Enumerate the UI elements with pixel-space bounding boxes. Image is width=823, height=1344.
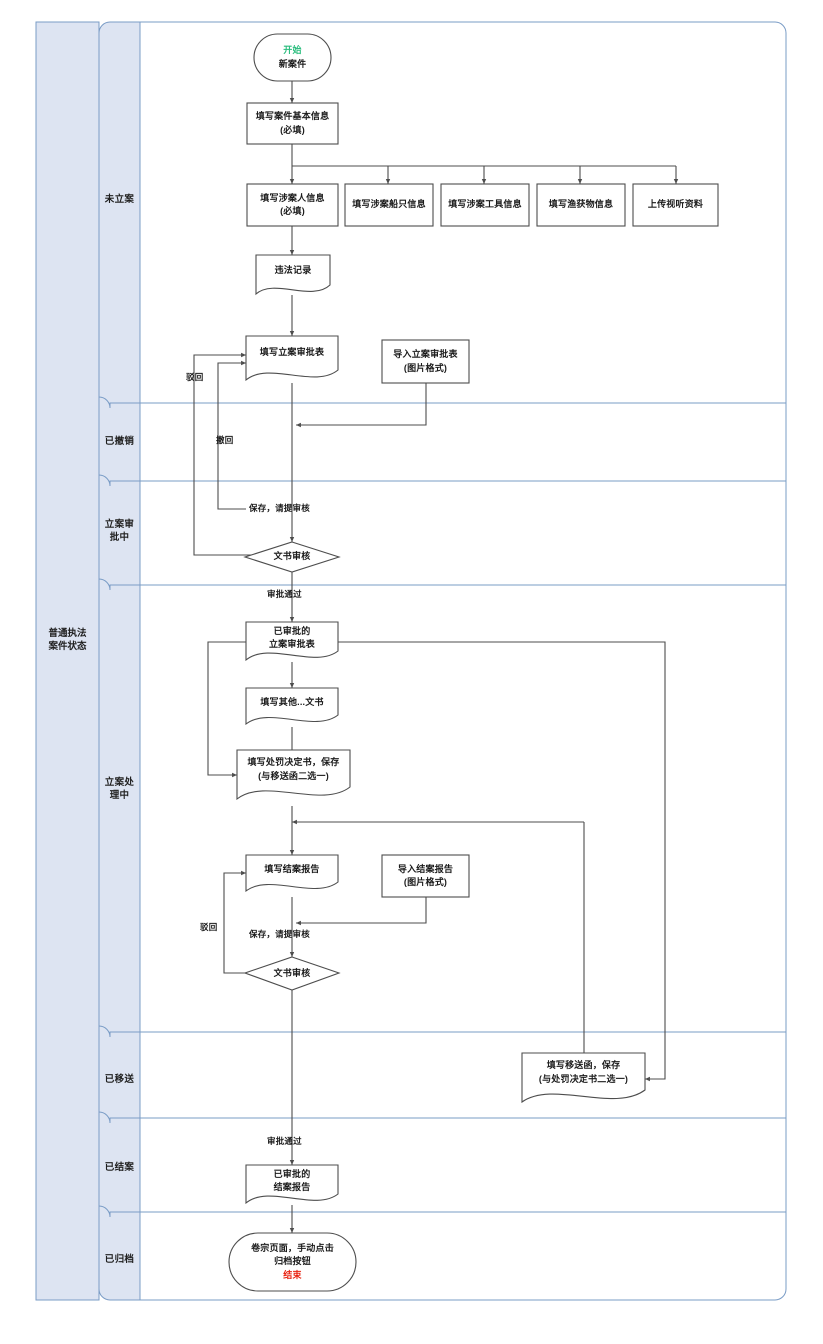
node-doc-review-1[interactable]	[243, 541, 341, 573]
node-ship-info[interactable]	[344, 183, 434, 227]
lane-divider-3	[98, 578, 786, 591]
node-tool-info[interactable]	[440, 183, 530, 227]
node-catch-info[interactable]	[536, 183, 626, 227]
node-archive[interactable]	[228, 1232, 357, 1292]
pool-title-column	[35, 21, 100, 1301]
lane-header-column	[98, 21, 141, 1301]
node-start[interactable]	[253, 33, 332, 82]
node-media-upload[interactable]	[632, 183, 719, 227]
lane-divider-2	[98, 474, 786, 487]
node-approved-filing-form[interactable]	[245, 621, 339, 662]
node-penalty-decision[interactable]	[236, 749, 351, 801]
edge-approved-to-transfer	[338, 641, 666, 1082]
node-import-filing-form[interactable]	[381, 339, 470, 384]
node-person-info[interactable]	[246, 183, 339, 227]
nodes	[228, 33, 719, 1292]
edge-withdraw-back	[217, 360, 246, 510]
node-import-closing-report[interactable]	[381, 854, 470, 898]
lane-divider-5	[98, 1111, 786, 1124]
pool-title: 普通执法 案件状态	[48, 627, 87, 652]
edge-reject-back-2	[223, 870, 258, 974]
node-approved-closing-report[interactable]	[245, 1164, 339, 1205]
lane-divider-1	[98, 396, 786, 409]
node-doc-review-2[interactable]	[243, 956, 341, 991]
node-illegal-record[interactable]	[255, 254, 331, 296]
lane-divider-4	[98, 1025, 786, 1038]
lane-dividers	[98, 396, 786, 1218]
edge-import-closing-to-merge	[296, 897, 427, 926]
node-other-docs[interactable]	[245, 687, 339, 726]
node-transfer-letter[interactable]	[521, 1052, 646, 1104]
edge-reject-back-1	[193, 352, 257, 556]
connectors	[193, 81, 679, 1233]
edge-approved-left-to-penalty	[207, 641, 246, 778]
node-fill-filing-form[interactable]	[245, 335, 339, 382]
node-basic-info[interactable]	[246, 102, 339, 145]
node-fill-closing-report[interactable]	[245, 854, 339, 893]
lane-divider-6	[98, 1205, 786, 1218]
edge-import-to-merge	[296, 383, 427, 428]
